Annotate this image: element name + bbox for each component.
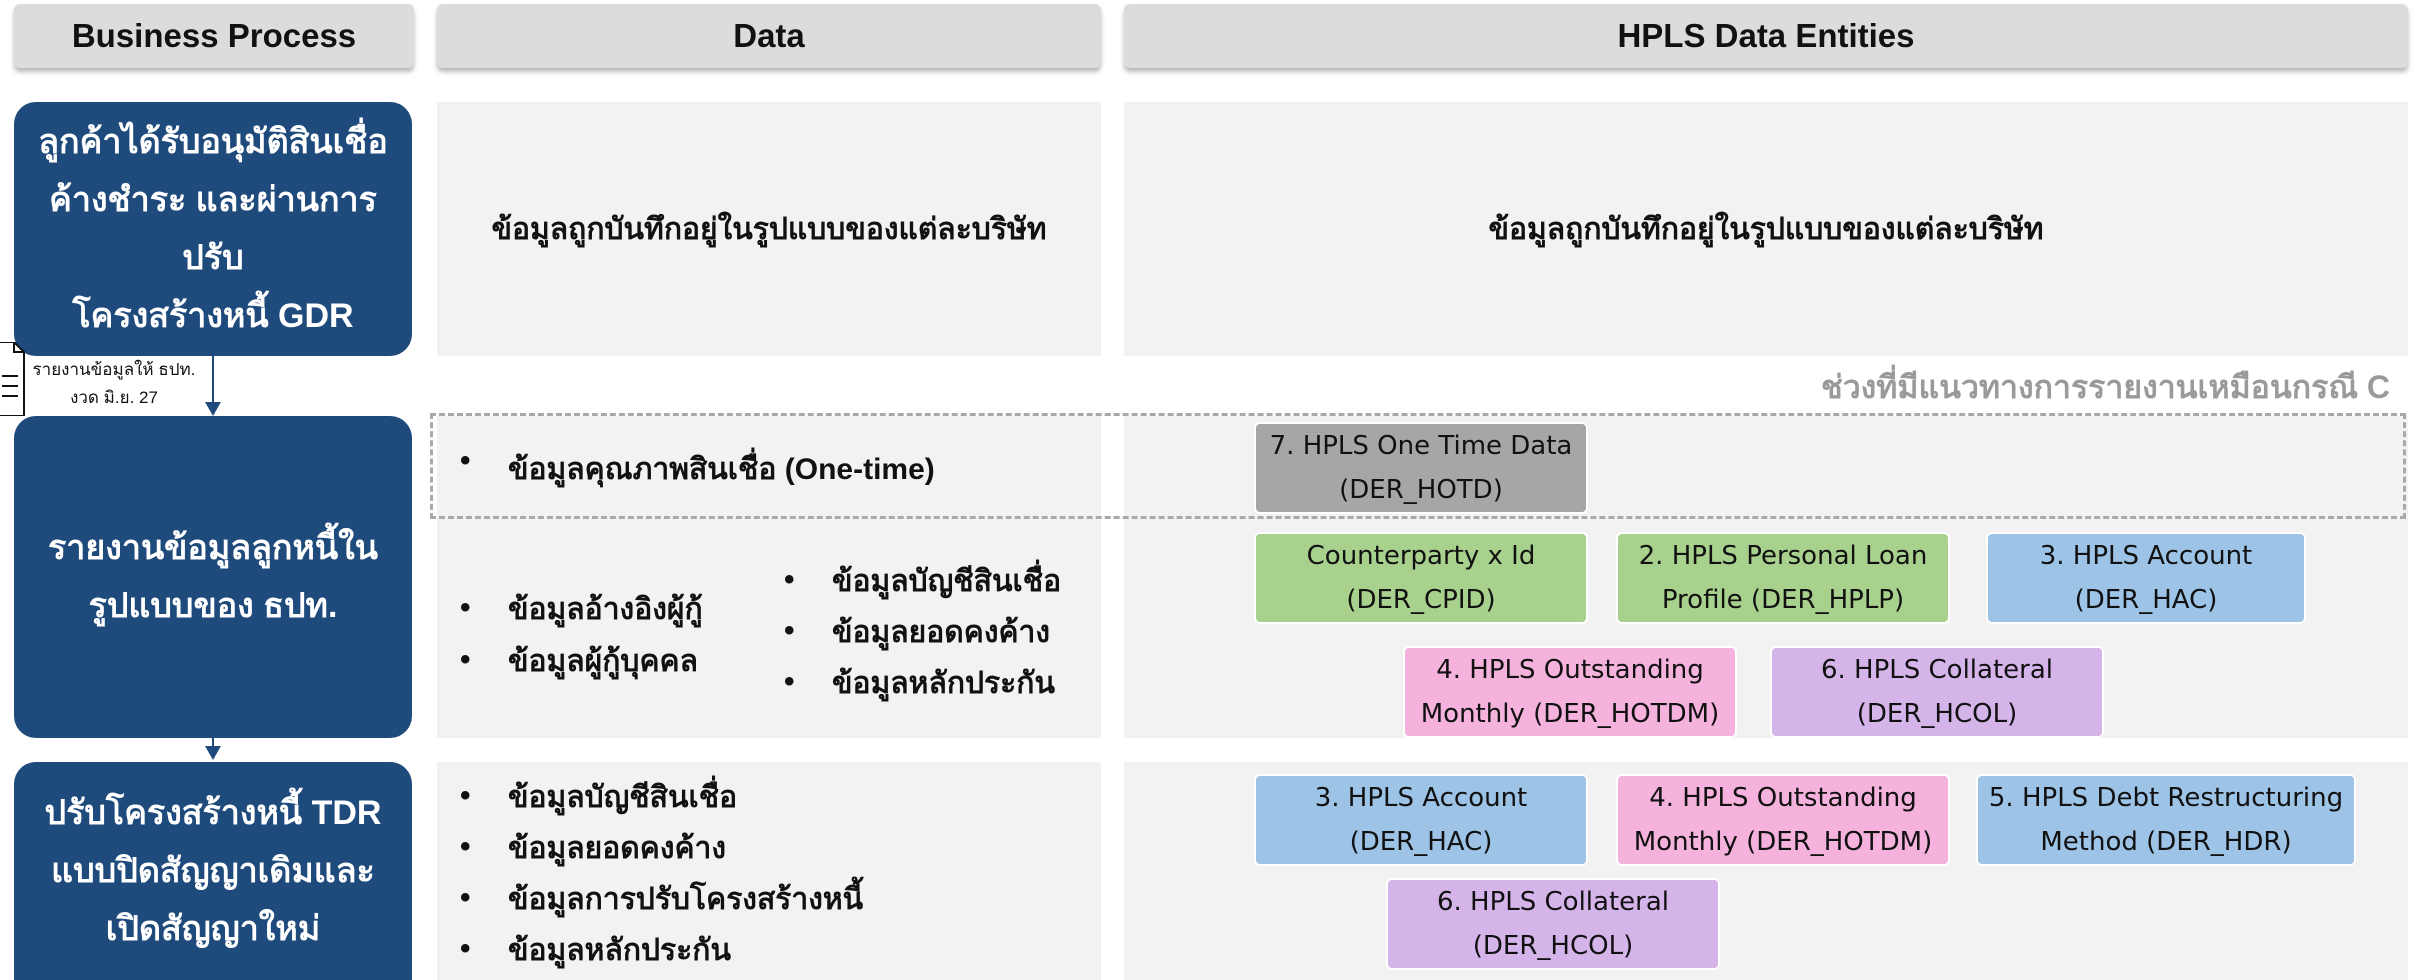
case-c-note: ช่วงที่มีแนวทางการรายงานเหมือนกรณี C bbox=[1820, 369, 2390, 405]
entity-der-hdr: 5. HPLS Debt Restructuring Method (DER_H… bbox=[1976, 774, 2356, 866]
entity-der-hotdm: 4. HPLS Outstanding Monthly (DER_HOTDM) bbox=[1616, 774, 1950, 866]
row2-right-list: ข้อมูลบัญชีสินเชื่อ ข้อมูลยอดคงค้าง ข้อม… bbox=[768, 554, 1098, 709]
header-data: Data bbox=[437, 4, 1101, 68]
list-item: ข้อมูลหลักประกัน bbox=[768, 656, 1098, 709]
list-item: ข้อมูลยอดคงค้าง bbox=[768, 605, 1098, 658]
entity-der-hcol: 6. HPLS Collateral (DER_HCOL) bbox=[1386, 878, 1720, 970]
row1-data-panel: ข้อมูลถูกบันทึกอยู่ในรูปแบบของแต่ละบริษั… bbox=[437, 102, 1101, 356]
entity-der-hplp: 2. HPLS Personal Loan Profile (DER_HPLP) bbox=[1616, 532, 1950, 624]
header-hpls-data-entities: HPLS Data Entities bbox=[1124, 4, 2408, 68]
header-business-process: Business Process bbox=[14, 4, 414, 68]
row1-entities-text: ข้อมูลถูกบันทึกอยู่ในรูปแบบของแต่ละบริษั… bbox=[1488, 212, 2044, 246]
report-label-line1: รายงานข้อมูลให้ ธปท. bbox=[32, 360, 196, 379]
arrow-down-icon bbox=[205, 746, 221, 760]
one-time-list: ข้อมูลคุณภาพสินเชื่อ (One-time) bbox=[444, 444, 1044, 493]
row3-list: ข้อมูลบัญชีสินเชื่อ ข้อมูลยอดคงค้าง ข้อม… bbox=[444, 770, 1084, 976]
case-c-dashed-box bbox=[430, 413, 2406, 519]
entity-der-hotdm: 4. HPLS Outstanding Monthly (DER_HOTDM) bbox=[1403, 646, 1737, 738]
connector-line-2 bbox=[212, 738, 214, 750]
list-item: ข้อมูลการปรับโครงสร้างหนี้ bbox=[444, 872, 1084, 925]
list-item: ข้อมูลบัญชีสินเชื่อ bbox=[444, 770, 1084, 823]
process-tdr-restructure: ปรับโครงสร้างหนี้ TDR แบบปิดสัญญาเดิมและ… bbox=[14, 762, 412, 980]
entity-der-hcol: 6. HPLS Collateral (DER_HCOL) bbox=[1770, 646, 2104, 738]
list-item: ข้อมูลคุณภาพสินเชื่อ (One-time) bbox=[444, 444, 1044, 493]
list-item: ข้อมูลอ้างอิงผู้กู้ bbox=[444, 582, 764, 636]
process-bot-format-report: รายงานข้อมูลลูกหนี้ใน รูปแบบของ ธปท. bbox=[14, 416, 412, 738]
entity-der-hac: 3. HPLS Account (DER_HAC) bbox=[1254, 774, 1588, 866]
list-item: ข้อมูลยอดคงค้าง bbox=[444, 821, 1084, 874]
entity-der-hac: 3. HPLS Account (DER_HAC) bbox=[1986, 532, 2306, 624]
process-gdr-approved: ลูกค้าได้รับอนุมัติสินเชื่อ ค้างชำระ และ… bbox=[14, 102, 412, 356]
report-label: รายงานข้อมูลให้ ธปท. งวด มิ.ย. 27 bbox=[24, 356, 204, 412]
list-item: ข้อมูลหลักประกัน bbox=[444, 923, 1084, 976]
row1-data-text: ข้อมูลถูกบันทึกอยู่ในรูปแบบของแต่ละบริษั… bbox=[491, 212, 1047, 246]
list-item: ข้อมูลผู้กู้บุคคล bbox=[444, 634, 764, 688]
entity-der-hotd: 7. HPLS One Time Data (DER_HOTD) bbox=[1254, 422, 1588, 514]
report-label-line2: งวด มิ.ย. 27 bbox=[70, 388, 158, 407]
row1-entities-panel: ข้อมูลถูกบันทึกอยู่ในรูปแบบของแต่ละบริษั… bbox=[1124, 102, 2408, 356]
entity-der-cpid: Counterparty x Id (DER_CPID) bbox=[1254, 532, 1588, 624]
arrow-down-icon bbox=[205, 402, 221, 416]
document-icon bbox=[0, 342, 25, 416]
list-item: ข้อมูลบัญชีสินเชื่อ bbox=[768, 554, 1098, 607]
connector-line-1 bbox=[212, 356, 214, 408]
row2-left-list: ข้อมูลอ้างอิงผู้กู้ ข้อมูลผู้กู้บุคคล bbox=[444, 582, 764, 688]
